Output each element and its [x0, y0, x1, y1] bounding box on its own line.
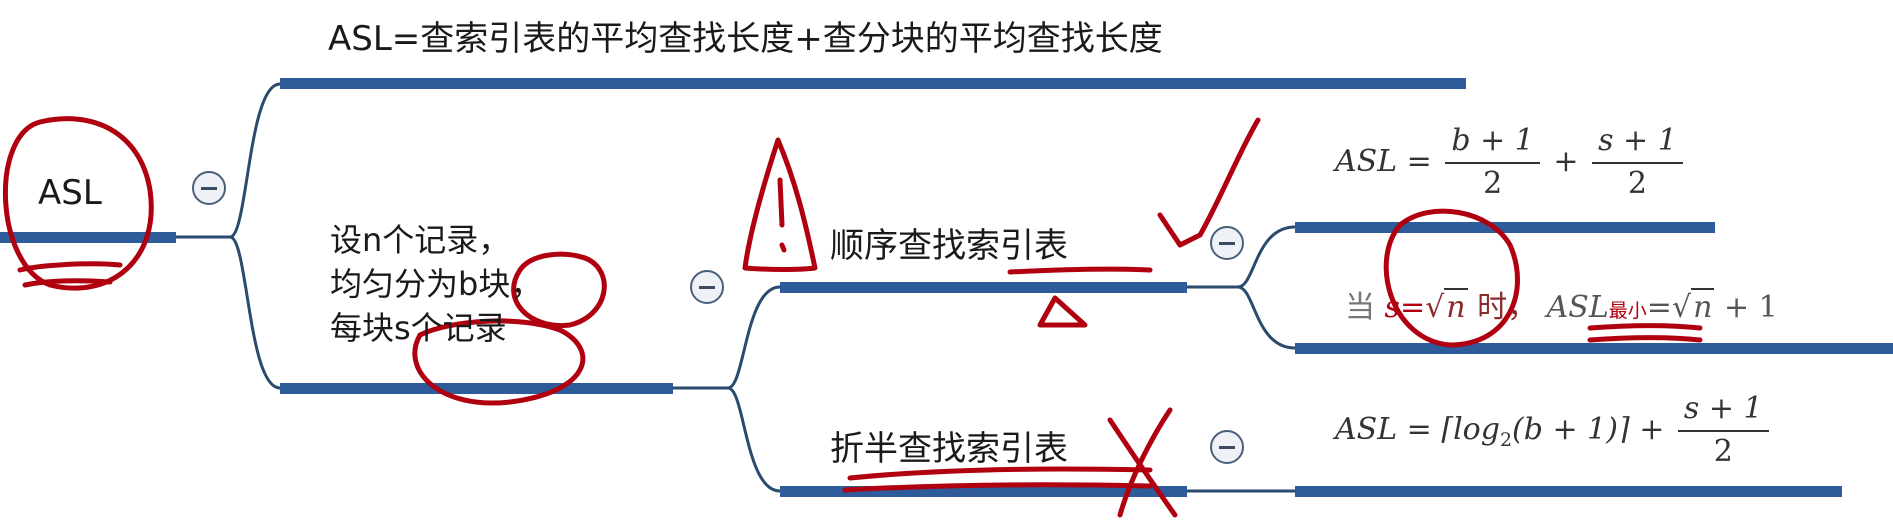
- annotation-circle-s-formula: [1383, 208, 1520, 348]
- annotation-exclamation: [742, 137, 818, 272]
- binary-index-node[interactable]: 折半查找索引表: [830, 429, 1068, 469]
- annotation-scribble-root: [17, 261, 123, 288]
- formula-log-base: 2: [1499, 429, 1513, 451]
- minus-icon: [201, 186, 217, 190]
- formula-optimum[interactable]: 当 s=√n 时， ASL最小=√n + 1: [1345, 282, 1778, 326]
- fraction-s: s + 1 2: [1592, 122, 1683, 204]
- description-line: 均匀分为b块，: [330, 265, 543, 303]
- annotation-circle-b: [511, 251, 607, 329]
- fraction-numerator: s + 1: [1677, 390, 1769, 432]
- formula-when: 当: [1345, 290, 1375, 325]
- description-line: 设n个记录，: [330, 221, 511, 259]
- connector-description: [673, 285, 781, 493]
- binary-underline: [780, 486, 1187, 497]
- formula-rest: + 1: [1723, 290, 1778, 325]
- fraction-s: s + 1 2: [1677, 390, 1769, 472]
- sequential-collapse-button[interactable]: [1210, 226, 1244, 260]
- formula-lhs: ASL =: [1335, 412, 1432, 447]
- sqrt-radicand: n: [1444, 288, 1468, 325]
- annotation-underline-asl: [1587, 323, 1703, 343]
- annotation-circle-root: [3, 116, 154, 291]
- fraction-b: b + 1 2: [1445, 122, 1540, 204]
- root-collapse-button[interactable]: [192, 171, 226, 205]
- formula-eq: =: [1646, 290, 1672, 325]
- annotation-checkmark: [1157, 117, 1261, 248]
- formula-sequential-asl[interactable]: ASL = b + 1 2 + s + 1 2: [1335, 122, 1687, 204]
- description-node[interactable]: 设n个记录， 均匀分为b块， 每块s个记录: [330, 218, 542, 350]
- fraction-denominator: 2: [1483, 166, 1503, 201]
- formula2-underline: [1295, 343, 1893, 354]
- formula-lhs: ASL =: [1335, 144, 1432, 179]
- description-collapse-button[interactable]: [690, 270, 724, 304]
- root-underline: [0, 232, 176, 243]
- fraction-numerator: s + 1: [1592, 122, 1683, 164]
- formula-log-arg: (b + 1)⌉: [1512, 412, 1630, 447]
- sequential-underline: [780, 282, 1187, 293]
- fraction-denominator: 2: [1713, 434, 1733, 469]
- fraction-numerator: b + 1: [1445, 122, 1540, 164]
- description-underline: [280, 383, 673, 394]
- fraction-denominator: 2: [1627, 166, 1647, 201]
- formula-then: 时，: [1477, 290, 1538, 325]
- sqrt-symbol: √: [1425, 290, 1445, 325]
- minus-icon: [1219, 445, 1235, 449]
- formula-subscript: 最小: [1608, 300, 1647, 322]
- annotation-cross: [1107, 407, 1178, 518]
- formula-binary-asl[interactable]: ASL = ⌈log2(b + 1)⌉ + s + 1 2: [1335, 390, 1773, 472]
- plus-sign: +: [1639, 412, 1665, 447]
- formula1-underline: [1295, 222, 1715, 233]
- formula-log: ⌈log: [1441, 412, 1500, 447]
- formula3-underline: [1295, 486, 1842, 497]
- annotation-underline-seq: [1007, 266, 1153, 275]
- root-node[interactable]: ASL: [38, 173, 102, 213]
- formula-asl: ASL: [1546, 290, 1609, 325]
- plus-sign: +: [1553, 144, 1579, 179]
- formula-condition-var: s=: [1384, 290, 1426, 325]
- description-line: 每块s个记录: [330, 309, 507, 347]
- connector-root: [176, 82, 281, 390]
- sqrt-radicand: n: [1691, 288, 1715, 325]
- summary-node[interactable]: ASL=查索引表的平均查找长度+查分块的平均查找长度: [328, 19, 1163, 59]
- summary-underline: [280, 78, 1466, 89]
- sqrt-symbol: √: [1671, 290, 1692, 325]
- minus-icon: [1219, 241, 1235, 245]
- connector-sequential: [1187, 225, 1296, 350]
- annotation-circle-s: [412, 318, 586, 406]
- sequential-index-node[interactable]: 顺序查找索引表: [830, 226, 1068, 266]
- annotation-triangle: [1037, 295, 1088, 328]
- annotation-underline-binary: [842, 466, 1153, 493]
- binary-collapse-button[interactable]: [1210, 430, 1244, 464]
- minus-icon: [699, 285, 715, 289]
